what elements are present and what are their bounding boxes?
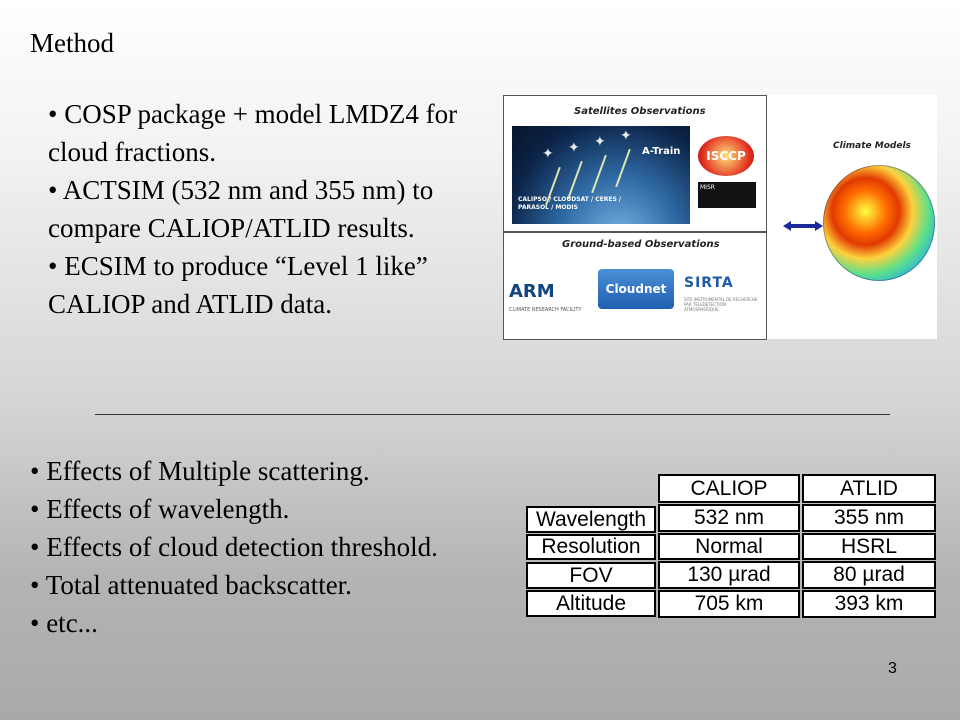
- arm-subtitle: CLIMATE RESEARCH FACILITY: [509, 307, 582, 313]
- satellite-icon: ✦: [594, 135, 606, 150]
- header-caliop: CALIOP: [658, 474, 800, 503]
- bullet-cosp: • COSP package + model LMDZ4 for cloud f…: [48, 99, 458, 167]
- sirta-logo: SIRTA: [684, 275, 734, 291]
- beam-icon: [591, 154, 607, 194]
- header-atlid: ATLID: [802, 474, 936, 503]
- bullet-detection-threshold: • Effects of cloud detection threshold.: [30, 532, 438, 562]
- effects-bullet-list: • Effects of Multiple scattering. • Effe…: [30, 452, 500, 642]
- observations-models-figure: Satellites Observations ✦ ✦ ✦ ✦ A-Train …: [503, 95, 937, 340]
- sirta-subtitle: SITE INSTRUMENTAL DE RECHERCHE PAR TELED…: [684, 297, 758, 312]
- satellite-icon: ✦: [542, 147, 554, 162]
- cell-atlid-resolution: HSRL: [802, 533, 936, 560]
- section-divider: [95, 414, 890, 415]
- climate-models-title: Climate Models: [833, 141, 911, 151]
- cloudnet-logo: Cloudnet: [598, 269, 674, 309]
- bullet-attenuated-backscatter: • Total attenuated backscatter.: [30, 570, 352, 600]
- satellite-caption: CALIPSO / CLOUDSAT / CERES / PARASOL / M…: [518, 196, 622, 211]
- satellite-icon: ✦: [620, 129, 632, 144]
- ground-observations-title: Ground-based Observations: [562, 239, 720, 250]
- satellite-observations-panel: Satellites Observations ✦ ✦ ✦ ✦ A-Train …: [503, 95, 767, 232]
- bullet-multiple-scattering: • Effects of Multiple scattering.: [30, 456, 370, 486]
- cell-caliop-altitude: 705 km: [658, 590, 800, 618]
- cell-atlid-fov: 80 µrad: [802, 561, 936, 589]
- earth-image: ✦ ✦ ✦ ✦: [512, 126, 690, 224]
- row-label-fov: FOV: [526, 562, 656, 589]
- row-label-resolution: Resolution: [526, 534, 656, 560]
- row-label-altitude: Altitude: [526, 590, 656, 617]
- cell-caliop-resolution: Normal: [658, 533, 800, 560]
- bullet-ecsim: • ECSIM to produce “Level 1 like” CALIOP…: [48, 251, 428, 319]
- isccp-logo: ISCCP: [698, 136, 754, 176]
- satellite-observations-title: Satellites Observations: [574, 106, 706, 117]
- misr-logo: MISR: [698, 182, 756, 208]
- bullet-actsim: • ACTSIM (532 nm and 355 nm) to compare …: [48, 175, 434, 243]
- climate-model-globe: [823, 165, 935, 281]
- cell-atlid-altitude: 393 km: [802, 590, 936, 618]
- arm-logo: ARM: [509, 281, 555, 302]
- slide-title: Method: [30, 28, 114, 58]
- cell-atlid-wavelength: 355 nm: [802, 504, 936, 532]
- ground-observations-panel: Ground-based Observations ARM CLIMATE RE…: [503, 232, 767, 340]
- slide-number: 3: [888, 660, 897, 677]
- row-label-wavelength: Wavelength: [526, 506, 656, 533]
- a-train-label: A-Train: [642, 146, 681, 157]
- cell-caliop-fov: 130 µrad: [658, 561, 800, 589]
- beam-icon: [615, 148, 631, 188]
- cell-caliop-wavelength: 532 nm: [658, 504, 800, 532]
- method-bullet-list: • COSP package + model LMDZ4 for cloud f…: [48, 95, 508, 323]
- satellite-icon: ✦: [568, 141, 580, 156]
- bullet-wavelength: • Effects of wavelength.: [30, 494, 290, 524]
- beam-icon: [567, 160, 583, 200]
- double-arrow-icon: [783, 221, 823, 231]
- bullet-etc: • etc...: [30, 608, 98, 638]
